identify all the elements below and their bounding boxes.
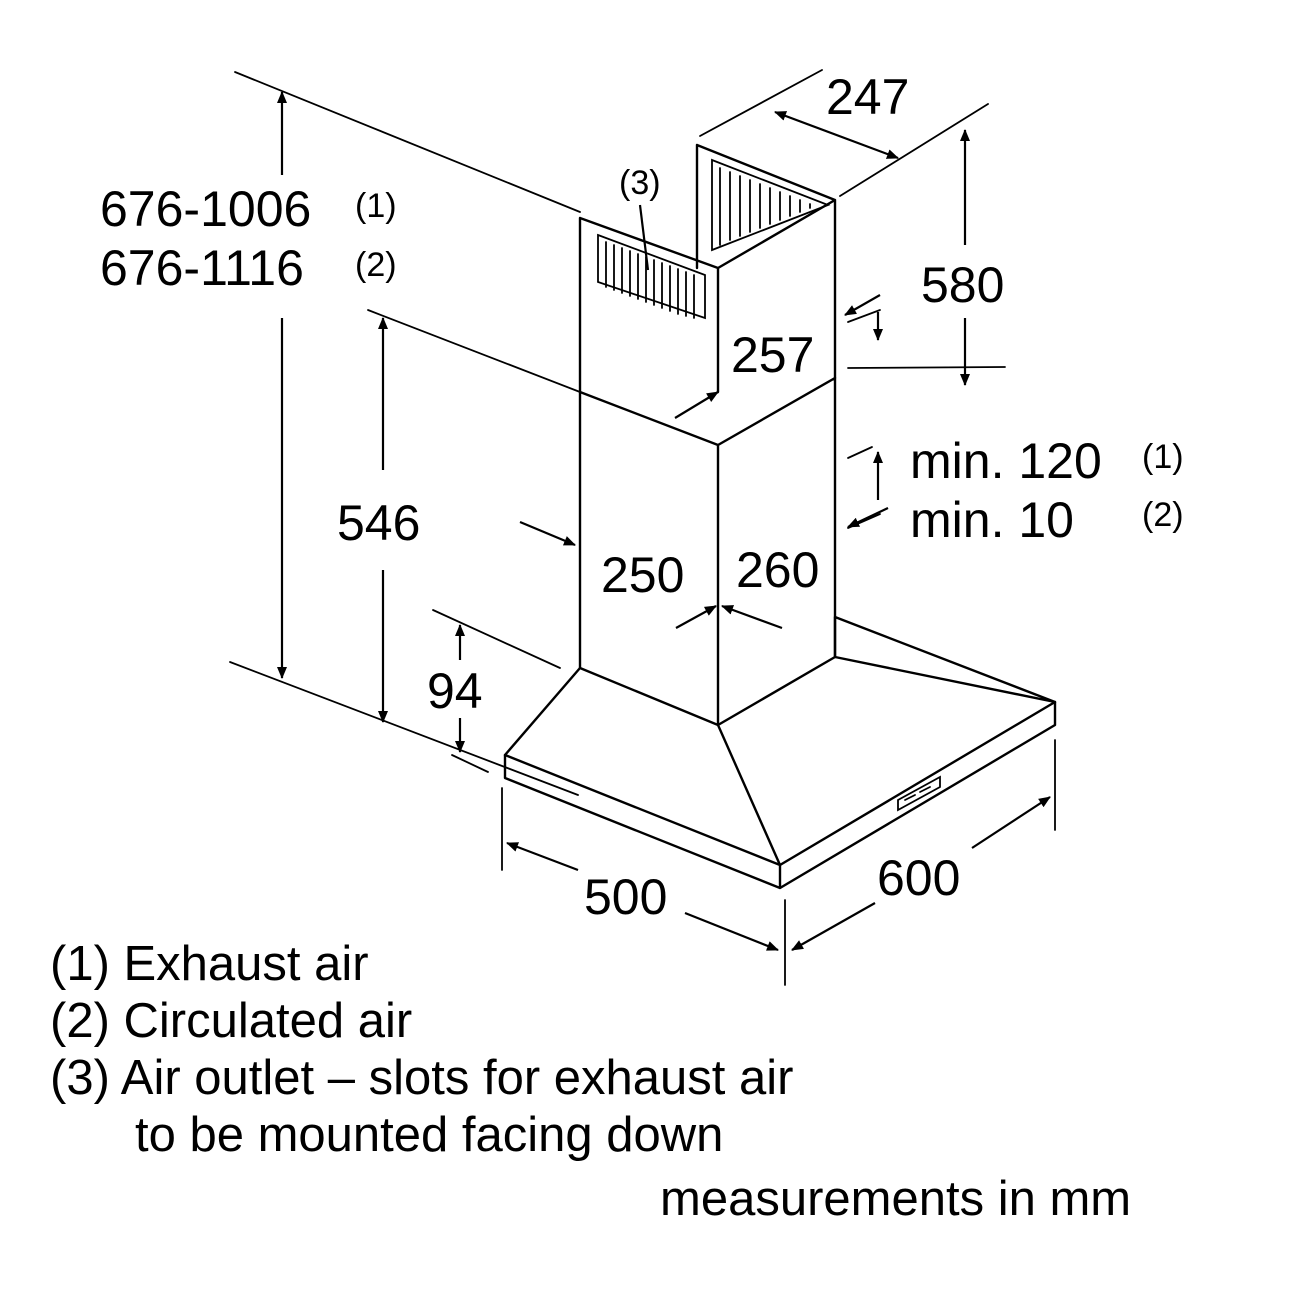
arrow-257-top [844, 294, 881, 316]
canopy-rim [503, 700, 1057, 890]
lower-chimney [578, 376, 837, 727]
exhaust-slots-front [597, 233, 706, 320]
label-min-gap-exhaust: min. 120 [910, 433, 1102, 489]
exhaust-slots-side [711, 158, 831, 252]
label-lower-chimney-height: 546 [337, 495, 420, 551]
legend-item-circulated-air: (2) Circulated air [50, 994, 413, 1048]
arrow-247 [774, 110, 899, 160]
label-outlet-ref: (3) [619, 164, 661, 202]
label-chimney-depth-top: 247 [826, 69, 909, 125]
upper-chimney [578, 143, 837, 394]
canopy [503, 615, 1057, 867]
arrow-260 [675, 605, 717, 629]
label-total-height-circulated-ref: (2) [355, 246, 397, 284]
label-upper-chimney-width: 257 [731, 327, 814, 383]
label-hood-width: 600 [877, 850, 960, 906]
label-hood-depth: 500 [584, 869, 667, 925]
hood-outline [503, 143, 1057, 890]
extension-lines [229, 69, 1056, 986]
arrow-outlet-ref [638, 204, 650, 271]
arrow-600 [791, 902, 876, 951]
arrow-250 [519, 520, 576, 547]
label-canopy-height: 94 [427, 663, 483, 719]
units-note: measurements in mm [660, 1172, 1132, 1226]
label-min-gap-exhaust-ref: (1) [1142, 438, 1184, 476]
label-total-height-exhaust: 676-1006 [100, 181, 311, 237]
label-min-gap-circulated-ref: (2) [1142, 496, 1184, 534]
label-upper-chimney-height: 580 [921, 257, 1004, 313]
arrow-500 [506, 841, 579, 872]
label-lower-chimney-depth: 260 [736, 542, 819, 598]
dimension-arrows [277, 91, 1051, 952]
legend-item-air-outlet: (3) Air outlet – slots for exhaust air [50, 1051, 794, 1105]
label-lower-chimney-width: 250 [601, 547, 684, 603]
control-panel [897, 775, 941, 812]
label-total-height-circulated: 676-1116 [100, 240, 304, 296]
label-total-height-exhaust-ref: (1) [355, 187, 397, 225]
arrow-257-bottom [674, 391, 719, 419]
legend-item-air-outlet-continued: to be mounted facing down [135, 1108, 724, 1162]
legend-item-exhaust-air: (1) Exhaust air [50, 937, 369, 991]
dimension-labels: 676-1006 (1) 676-1116 (2) 247 580 257 54… [100, 69, 1184, 925]
label-min-gap-circulated: min. 10 [910, 492, 1074, 548]
